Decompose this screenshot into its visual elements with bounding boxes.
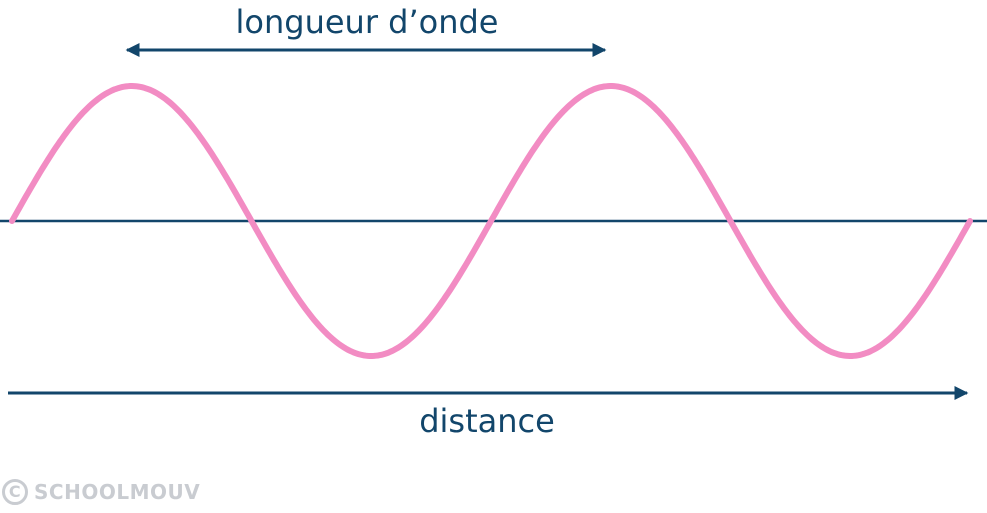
sine-wave (9, 83, 973, 359)
distance-label: distance (419, 402, 555, 440)
wavelength-label: longueur d’onde (236, 3, 499, 41)
watermark-brand: SCHOOLMOUV (34, 480, 201, 504)
schoolmouv-watermark: C SCHOOLMOUV (2, 479, 200, 505)
copyright-icon: C (2, 479, 28, 505)
